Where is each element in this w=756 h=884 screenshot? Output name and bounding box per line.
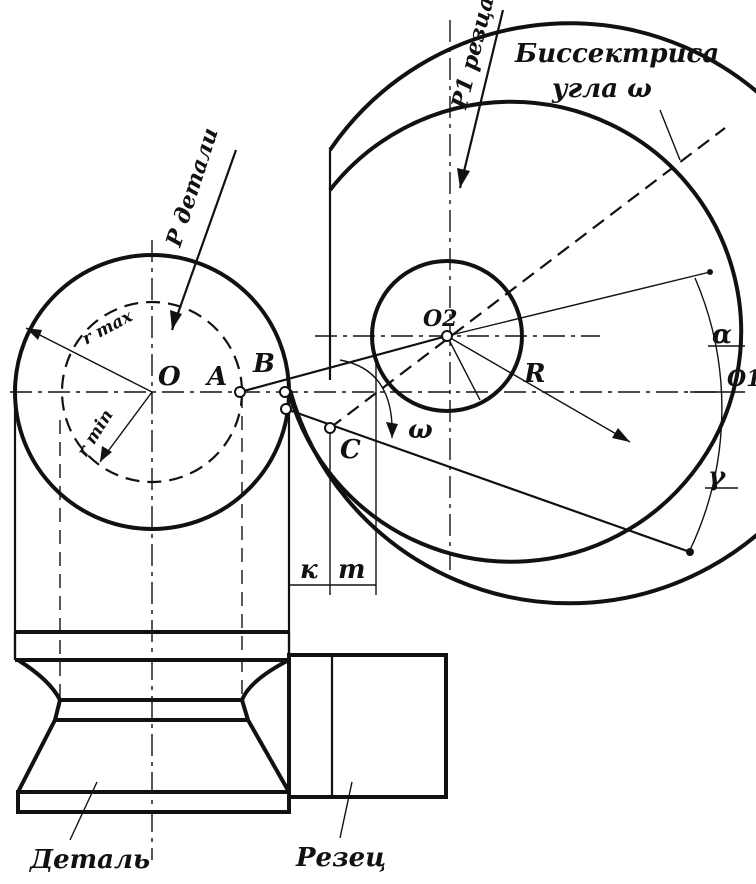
profile-groove: [16, 658, 290, 702]
profile-cone-left: [16, 719, 57, 793]
p1-cutter-arrow-line: [458, 9, 505, 189]
omega-arc: [339, 359, 393, 439]
line-c-lower: [285, 407, 691, 554]
label-p-detail: P детали: [161, 125, 224, 251]
ray-r: [446, 335, 631, 443]
label-cutter: Резец: [295, 843, 386, 873]
profile-base: [16, 790, 291, 814]
ray-upper: [446, 271, 711, 337]
cutter-label-leader: [339, 781, 353, 839]
label-o2: O2: [423, 306, 457, 332]
point-a: [234, 386, 246, 398]
r-min-arrow: [100, 446, 112, 462]
label-m: m: [338, 555, 366, 585]
point-b2: [280, 403, 292, 415]
part-label-leader: [69, 781, 98, 841]
label-b: B: [252, 349, 275, 379]
line-a-o2: [239, 334, 448, 394]
p-detail-arrow-line: [170, 149, 238, 331]
point-o2: [441, 330, 453, 342]
profile-cone-right: [246, 719, 291, 793]
bisector-leader: [659, 109, 681, 161]
point-b: [279, 386, 291, 398]
label-k: к: [300, 555, 318, 585]
r-max-arrow: [26, 328, 42, 340]
label-bisector-line1: Биссектриса: [514, 39, 719, 69]
p-detail-arrowhead: [170, 310, 182, 330]
hub-radius: [446, 335, 481, 401]
label-o1: O1: [727, 366, 756, 392]
label-c: C: [340, 435, 361, 465]
label-bisector-line2: угла ω: [551, 74, 652, 104]
r-max-leader: [25, 327, 153, 393]
label-gamma: γ: [708, 462, 727, 492]
label-a: A: [204, 362, 227, 392]
label-o: O: [158, 362, 181, 392]
angle-dim-arc: [689, 277, 723, 551]
point-c: [324, 422, 336, 434]
label-alpha: α: [712, 320, 732, 350]
label-part: Деталь: [28, 845, 150, 875]
label-r: R: [523, 359, 546, 389]
cutter-outer-arc: [288, 21, 756, 606]
cutter-front-view: [287, 653, 448, 799]
cutter-mid-arc: [288, 99, 744, 564]
label-omega: ω: [408, 415, 433, 445]
bisector-line: [329, 127, 726, 429]
